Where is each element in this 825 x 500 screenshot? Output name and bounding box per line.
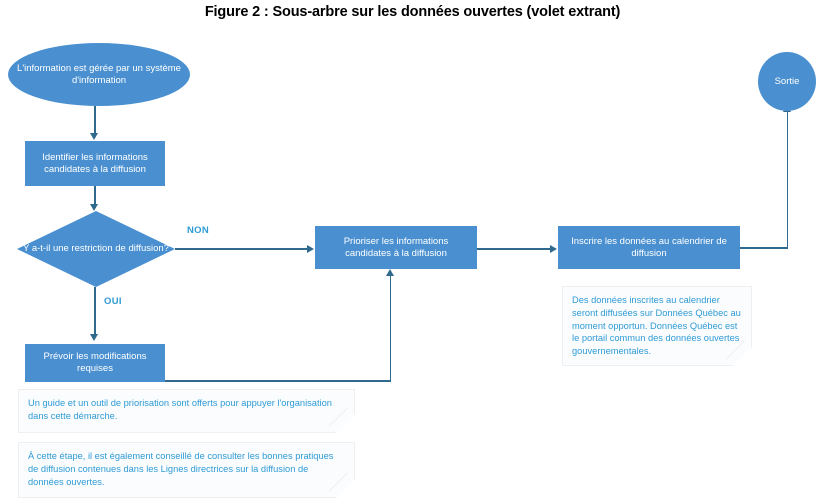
node-prioritize: Prioriser les informations candidates à … [315, 226, 477, 269]
connector-decision-no [175, 248, 307, 250]
figure-title: Figure 2 : Sous-arbre sur les données ou… [204, 4, 621, 20]
arrowhead-prioritize-left [307, 244, 314, 253]
node-start: L'information est gérée par un système d… [8, 43, 190, 106]
note-calendar: Des données inscrites au calendrier sero… [562, 286, 752, 366]
connector-start-to-identify [94, 106, 96, 135]
node-prioritize-label: Prioriser les informations candidates à … [343, 235, 449, 259]
connector-prioritize-to-register [477, 248, 550, 250]
arrowhead-prioritize-bottom [386, 269, 394, 276]
note-guide: Un guide et un outil de priorisation son… [18, 389, 355, 433]
connector-register-to-exit-vertical [786, 112, 789, 248]
node-decision: Y a-t-il une restriction de diffusion? [17, 211, 175, 287]
edge-label-non: NON [187, 225, 210, 236]
diamond-shape [17, 211, 175, 287]
node-modifications: Prévoir les modifications requises [25, 344, 165, 382]
node-exit: Sortie [758, 52, 816, 111]
node-register: Inscrire les données au calendrier de di… [558, 226, 740, 269]
arrowhead-modifications-top [90, 334, 99, 341]
connector-identify-to-decision [94, 186, 96, 208]
node-modifications-label: Prévoir les modifications requises [43, 351, 147, 374]
note-calendar-text: Des données inscrites au calendrier sero… [572, 295, 741, 357]
node-identify-label: Identifier les informations candidates à… [42, 151, 148, 175]
connector-register-to-exit-horizontal [740, 247, 788, 249]
note-fold-edge-icon [328, 471, 355, 498]
note-best-practices-text: À cette étape, il est également conseill… [28, 451, 334, 487]
node-exit-label: Sortie [774, 75, 800, 87]
node-identify: Identifier les informations candidates à… [25, 141, 165, 186]
connector-decision-yes [94, 287, 96, 336]
node-register-label: Inscrire les données au calendrier de di… [571, 235, 727, 259]
connector-modifications-to-prioritize-vertical [389, 276, 392, 381]
edge-label-oui: OUI [104, 296, 122, 307]
arrowhead-identify-top [90, 133, 99, 140]
arrowhead-register-left [550, 244, 557, 253]
note-guide-text: Un guide et un outil de priorisation son… [28, 398, 332, 421]
note-fold-edge-icon [725, 339, 752, 366]
note-best-practices: À cette étape, il est également conseill… [18, 442, 355, 498]
connector-modifications-to-prioritize-horizontal [165, 380, 391, 382]
note-fold-edge-icon [328, 406, 355, 433]
node-start-label: L'information est gérée par un système d… [17, 62, 181, 86]
arrowhead-decision-top [90, 204, 99, 211]
